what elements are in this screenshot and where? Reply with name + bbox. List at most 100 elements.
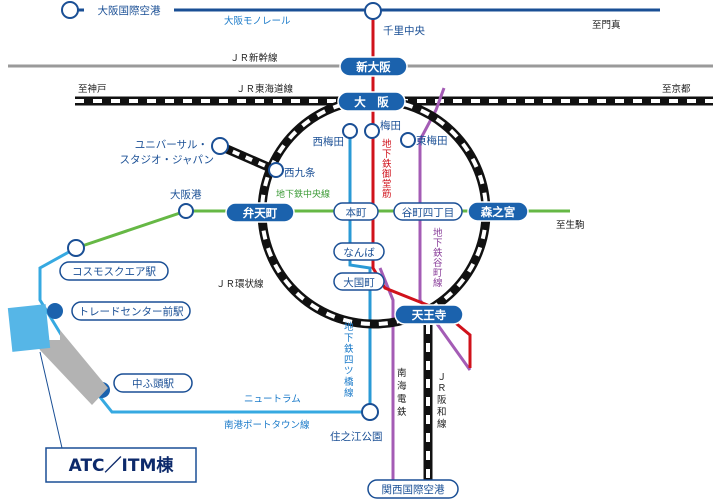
station-marker-trade-center [47, 303, 63, 319]
direction-ikoma: 至生駒 [556, 219, 585, 231]
station-usj-label-1: ユニバーサル・ [135, 139, 208, 151]
station-cosmosquare-box[interactable]: コスモスクエア駅 [59, 261, 169, 281]
station-honmachi-label: 本町 [346, 206, 367, 219]
hanwa-char: 線 [437, 418, 447, 430]
hanwa-char: Ｒ [437, 383, 447, 394]
chuo-label: 地下鉄中央線 [276, 188, 330, 200]
station-daikokucho-label: 大国町 [343, 276, 375, 289]
loop-label: ＪＲ環状線 [216, 278, 264, 290]
midosuji-char: 鉄 [382, 158, 392, 170]
station-tanimachi4-label: 谷町四丁目 [402, 207, 455, 219]
station-morinomiya-label: 森之宮 [481, 205, 516, 219]
station-marker-cosmosquare [67, 239, 85, 257]
newtram-line-label: 南港ポートタウン線 [224, 419, 310, 431]
station-itami-label: 大阪国際空港 [98, 4, 161, 17]
tanimachi-char: 下 [433, 238, 443, 249]
yotsubashi-label: 地 下 鉄 四 ツ 橋 線 [344, 321, 354, 399]
station-marker-suminoe [361, 403, 379, 421]
yotsubashi-char: 橋 [344, 376, 354, 388]
tanimachi-char: 町 [433, 268, 443, 279]
midosuji-char: 筋 [382, 188, 392, 200]
station-nakafuto-label: 中ふ頭駅 [132, 377, 174, 390]
nankai-char: 電 [397, 394, 407, 405]
station-cosmosquare-label: コスモスクエア駅 [72, 266, 156, 278]
station-shin-osaka-label: 新大阪 [356, 60, 391, 74]
nankai-char: 鉄 [397, 406, 407, 418]
yotsubashi-char: 地 [344, 321, 354, 333]
station-tennoji-label: 天王寺 [412, 308, 447, 322]
station-marker-umeda [364, 123, 380, 139]
station-marker-osakako [178, 203, 194, 219]
station-senri-chuo-label: 千里中央 [383, 24, 425, 37]
shinkansen-label: ＪＲ新幹線 [230, 52, 278, 64]
yotsubashi-char: 四 [344, 355, 354, 366]
station-osaka[interactable]: 大 阪 [337, 91, 406, 112]
midosuji-char: 地 [382, 138, 392, 150]
tokaido-label: ＪＲ東海道線 [236, 83, 294, 95]
nankai-char: 海 [397, 380, 407, 392]
nankai-label: 南 海 電 鉄 [397, 367, 407, 418]
yotsubashi-line [348, 130, 372, 412]
itami-label-bg [84, 2, 174, 18]
station-trade-center-box[interactable]: トレードセンター前駅 [71, 301, 191, 321]
station-nakafuto-box[interactable]: 中ふ頭駅 [113, 373, 193, 393]
station-higashi-umeda-label: 東梅田 [416, 134, 448, 147]
station-bentencho[interactable]: 弁天町 [225, 202, 295, 223]
station-marker-usj [211, 137, 229, 155]
station-marker-higashi-umeda [400, 132, 416, 148]
hanwa-char: 和 [437, 407, 447, 418]
itm-building-shape [34, 330, 108, 405]
yotsubashi-char: 下 [344, 333, 354, 344]
nankai-char: 南 [397, 367, 407, 379]
direction-kadoma: 至門真 [592, 19, 621, 31]
station-osakako-label: 大阪港 [170, 188, 202, 201]
station-tennoji[interactable]: 天王寺 [394, 304, 464, 325]
midosuji-char: 御 [382, 168, 392, 180]
atc-itm-label: ATC／ITM棟 [69, 455, 175, 476]
midosuji-char: 下 [382, 149, 392, 160]
station-nishikujo-label: 西九条 [284, 166, 316, 179]
station-osaka-label: 大 阪 [354, 95, 389, 109]
tanimachi-char: 谷 [433, 258, 443, 269]
station-usj-label-2: スタジオ・ジャパン [120, 154, 215, 166]
tanimachi-char: 線 [433, 277, 443, 289]
yotsubashi-char: 線 [344, 387, 354, 399]
station-namba-label: なんば [343, 247, 375, 259]
station-marker-itami [61, 1, 79, 19]
station-morinomiya[interactable]: 森之宮 [467, 201, 529, 222]
monorail-label: 大阪モノレール [224, 15, 291, 27]
station-nishi-umeda-label: 西梅田 [313, 135, 345, 148]
station-shin-osaka[interactable]: 新大阪 [339, 56, 408, 77]
station-umeda-label: 梅田 [380, 119, 401, 132]
atc-building-shape [7, 304, 51, 352]
station-marker-nishikujo [268, 162, 284, 178]
hanwa-char: Ｊ [437, 372, 447, 383]
station-trade-center-label: トレードセンター前駅 [79, 305, 184, 318]
station-tanimachi4[interactable]: 谷町四丁目 [393, 202, 463, 221]
tanimachi-char: 地 [433, 227, 443, 239]
station-marker-nishi-umeda [342, 123, 358, 139]
midosuji-char: 堂 [382, 178, 392, 190]
yumesaki-line-dash [219, 144, 276, 172]
direction-kobe: 至神戸 [78, 83, 107, 95]
station-marker-senri-chuo [364, 2, 382, 20]
midosuji-line [371, 12, 472, 368]
station-kansai-airport-label: 関西国際空港 [382, 483, 445, 496]
nankai-line [378, 267, 395, 488]
atc-label-box [45, 447, 197, 483]
station-daikokucho[interactable]: 大国町 [333, 272, 385, 291]
hanwa-label: Ｊ Ｒ 阪 和 線 [437, 372, 447, 430]
station-suminoe-label: 住之江公園 [330, 430, 383, 443]
tanimachi-label: 地 下 鉄 谷 町 線 [433, 227, 443, 289]
direction-kyoto: 至京都 [662, 83, 691, 95]
tanimachi-char: 鉄 [433, 247, 443, 259]
yotsubashi-char: ツ [344, 366, 354, 377]
station-kansai-airport[interactable]: 関西国際空港 [367, 479, 459, 499]
station-honmachi[interactable]: 本町 [333, 202, 379, 221]
midosuji-label: 地 下 鉄 御 堂 筋 [382, 138, 392, 200]
station-namba[interactable]: なんば [333, 242, 385, 261]
newtram-label: ニュートラム [244, 394, 301, 405]
yotsubashi-char: 鉄 [344, 343, 354, 355]
